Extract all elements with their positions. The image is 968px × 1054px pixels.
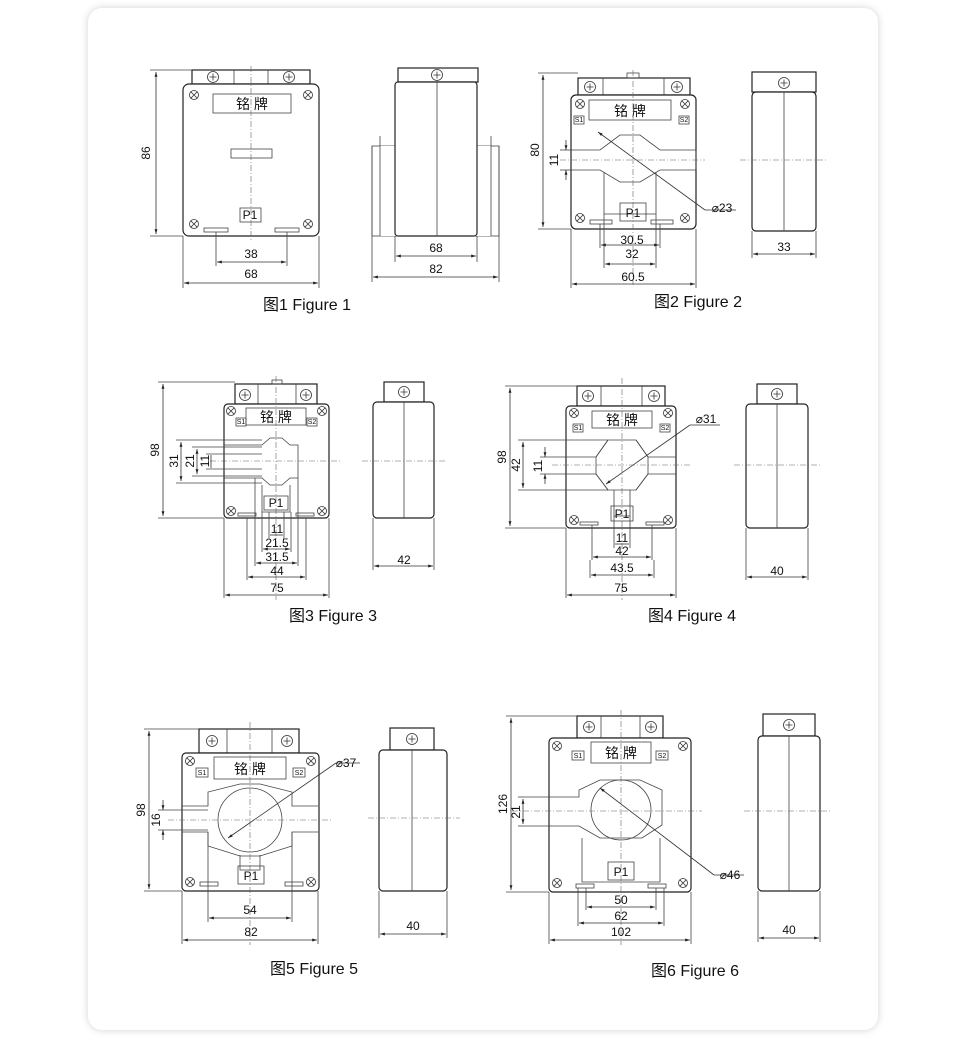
p1-label: P1 bbox=[243, 208, 258, 222]
s1-label: S1 bbox=[574, 425, 583, 432]
fig3-d11-dim: 11 bbox=[198, 454, 212, 467]
s2-label: S2 bbox=[295, 770, 304, 777]
fig2-width-dim: 60.5 bbox=[621, 270, 645, 284]
fig5-height-dim: 98 bbox=[134, 803, 148, 817]
figure-3: 铭 牌 S1 S2 P1 98 31 21 11 11 bbox=[148, 376, 446, 625]
fig4-h42-dim: 42 bbox=[509, 458, 523, 472]
fig3-d31-dim: 31 bbox=[167, 454, 181, 468]
fig4-h11-dim: 11 bbox=[531, 459, 545, 472]
fig3-w11-dim: 11 bbox=[271, 522, 284, 536]
fig2-dia-dim: ⌀23 bbox=[712, 201, 733, 215]
nameplate-label: 铭 牌 bbox=[236, 96, 268, 112]
caption-figure-5: 图5 Figure 5 bbox=[270, 961, 358, 978]
fig1-slot-dim: 38 bbox=[244, 247, 258, 261]
fig6-dia-dim: ⌀46 bbox=[720, 868, 741, 882]
fig4-depth-dim: 40 bbox=[770, 564, 784, 578]
fig1-side-inner-dim: 68 bbox=[429, 241, 443, 255]
figure-5: 铭 牌 S1 S2 P1 ⌀37 98 16 54 82 bbox=[134, 722, 460, 978]
caption-figure-1: 图1 Figure 1 bbox=[263, 297, 351, 314]
caption-figure-2: 图2 Figure 2 bbox=[654, 294, 742, 311]
fig2-depth-dim: 33 bbox=[777, 240, 791, 254]
figure-2: 铭 牌 S1 S2 P1 ⌀23 80 11 30.5 bbox=[528, 70, 826, 311]
fig6-w62-dim: 62 bbox=[614, 909, 628, 923]
fig5-w54-dim: 54 bbox=[243, 903, 257, 917]
fig3-height-dim: 98 bbox=[148, 443, 162, 457]
s2-label: S2 bbox=[308, 419, 317, 426]
caption-figure-6: 图6 Figure 6 bbox=[651, 963, 739, 980]
fig4-height-dim: 98 bbox=[495, 450, 509, 464]
fig1-width-dim: 68 bbox=[244, 267, 258, 281]
fig6-depth-dim: 40 bbox=[782, 923, 796, 937]
fig4-dia-dim: ⌀31 bbox=[696, 412, 717, 426]
fig6-w50-dim: 50 bbox=[614, 893, 628, 907]
fig5-width-dim: 82 bbox=[244, 925, 258, 939]
s1-label: S1 bbox=[575, 117, 584, 124]
s1-label: S1 bbox=[237, 419, 246, 426]
fig2-height-dim: 80 bbox=[528, 143, 542, 157]
fig3-d21-dim: 21 bbox=[183, 454, 197, 468]
s2-label: S2 bbox=[680, 117, 689, 124]
fig6-width-dim: 102 bbox=[611, 925, 631, 939]
s1-label: S1 bbox=[574, 753, 583, 760]
fig4-width-dim: 75 bbox=[614, 581, 628, 595]
fig2-w1-dim: 30.5 bbox=[620, 233, 644, 247]
fig5-h16-dim: 16 bbox=[149, 813, 163, 827]
fig6-h21-dim: 21 bbox=[509, 805, 523, 819]
fig3-w215-dim: 21.5 bbox=[265, 536, 289, 550]
nameplate-label: 铭 牌 bbox=[614, 103, 646, 119]
fig1-side-outer-dim: 82 bbox=[429, 262, 443, 276]
fig3-w315-dim: 31.5 bbox=[265, 550, 289, 564]
fig4-w42-dim: 42 bbox=[615, 544, 629, 558]
fig4-w435-dim: 43.5 bbox=[610, 561, 634, 575]
fig5-dia-dim: ⌀37 bbox=[336, 756, 357, 770]
fig6-height-dim: 126 bbox=[496, 794, 510, 814]
figure-1: 铭 牌 P1 86 38 68 图1 Figure 1 bbox=[139, 66, 500, 314]
caption-figure-4: 图4 Figure 4 bbox=[648, 608, 736, 625]
fig2-w2-dim: 32 bbox=[625, 247, 639, 261]
fig3-w44-dim: 44 bbox=[270, 564, 284, 578]
fig4-w11-dim: 11 bbox=[616, 531, 629, 545]
fig3-width-dim: 75 bbox=[270, 581, 284, 595]
fig5-depth-dim: 40 bbox=[406, 919, 420, 933]
s1-label: S1 bbox=[198, 770, 207, 777]
figure-4: 铭 牌 S1 S2 P1 ⌀31 98 42 11 11 bbox=[495, 378, 820, 625]
fig2-window-dim: 11 bbox=[547, 153, 561, 166]
figure-6: 铭 牌 S1 S2 P1 ⌀46 126 21 50 62 bbox=[496, 710, 832, 980]
fig1-height-dim: 86 bbox=[139, 146, 153, 160]
fig3-depth-dim: 42 bbox=[397, 553, 411, 567]
s2-label: S2 bbox=[658, 753, 667, 760]
nameplate-label: 铭 牌 bbox=[605, 745, 637, 761]
s2-label: S2 bbox=[661, 425, 670, 432]
p1-label: P1 bbox=[244, 869, 259, 883]
caption-figure-3: 图3 Figure 3 bbox=[289, 608, 377, 625]
